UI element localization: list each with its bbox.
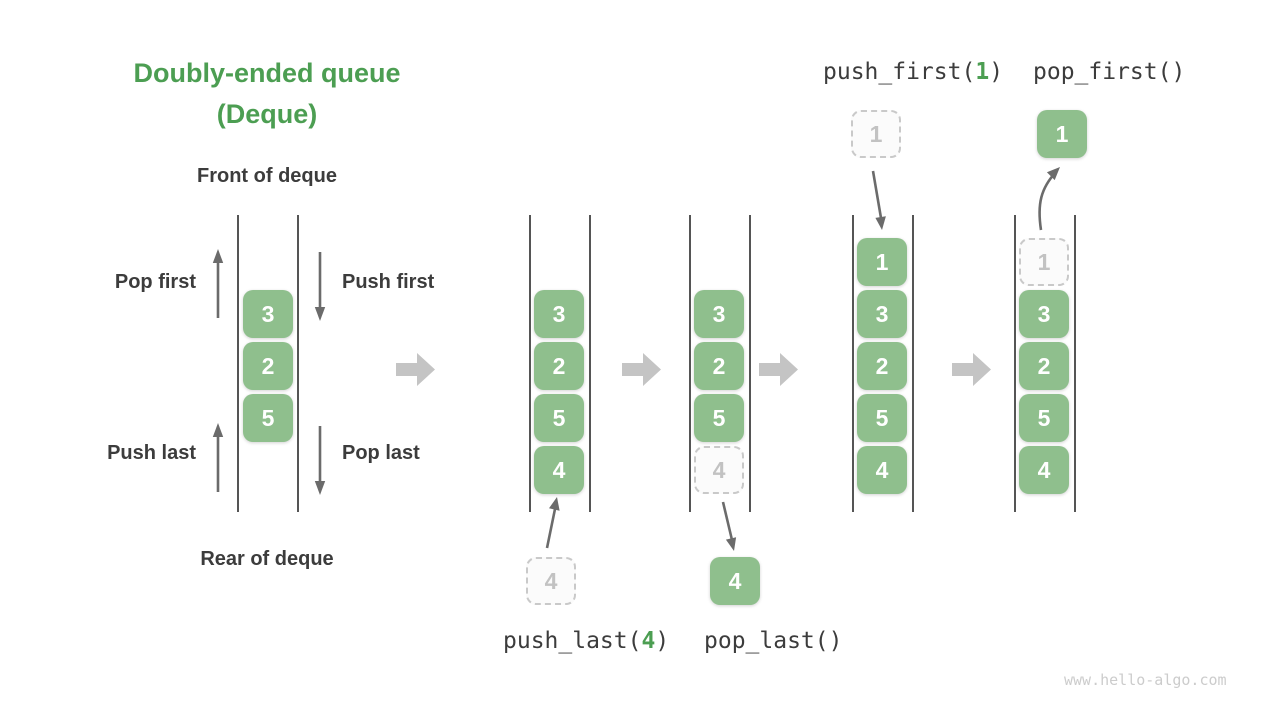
- deque-cell: 5: [857, 394, 907, 442]
- deque-cell: 5: [243, 394, 293, 442]
- deque-cell: 5: [694, 394, 744, 442]
- deque-wall-left: [529, 215, 531, 512]
- deque-wall-left: [852, 215, 854, 512]
- deque-wall-right: [1074, 215, 1076, 512]
- arrow-right-icon: [396, 353, 435, 386]
- rear-of-deque-label: Rear of deque: [200, 548, 334, 570]
- pop-first-op-label: pop_first(): [1033, 59, 1186, 85]
- outgoing-element: 4: [710, 557, 760, 605]
- arrow-right-icon: [952, 353, 991, 386]
- deque-cell: 3: [534, 290, 584, 338]
- op-text: ): [989, 59, 1004, 85]
- push-first-op-label: push_first(1): [823, 59, 1003, 85]
- op-arg: 1: [975, 59, 990, 85]
- deque-cell: 2: [243, 342, 293, 390]
- deque-cell: 1: [857, 238, 907, 286]
- incoming-element: 1: [851, 110, 901, 158]
- removed-slot: 4: [694, 446, 744, 494]
- deque-wall-right: [297, 215, 299, 512]
- deque-cell: 4: [857, 446, 907, 494]
- deque-cell: 3: [857, 290, 907, 338]
- deque-cell: 3: [1019, 290, 1069, 338]
- watermark: www.hello-algo.com: [1064, 671, 1227, 689]
- deque-wall-left: [237, 215, 239, 512]
- deque-wall-left: [1014, 215, 1016, 512]
- push-last-op-label: push_last(4): [503, 628, 669, 654]
- arrow-up-icon: [545, 497, 560, 549]
- deque-cell: 2: [1019, 342, 1069, 390]
- push-first-label: Push first: [342, 271, 435, 293]
- deque-cell: 4: [1019, 446, 1069, 494]
- pop-last-label: Pop last: [342, 442, 420, 464]
- deque-wall-left: [689, 215, 691, 512]
- front-of-deque-label: Front of deque: [197, 165, 337, 187]
- deque-cell: 5: [534, 394, 584, 442]
- arrow-curve-up-icon: [1038, 167, 1060, 231]
- outgoing-element: 1: [1037, 110, 1087, 158]
- page-title: Doubly-ended queue (Deque): [87, 53, 447, 135]
- deque-cell: 2: [694, 342, 744, 390]
- deque-cell: 3: [694, 290, 744, 338]
- arrow-down-icon: [871, 170, 886, 230]
- deque-wall-right: [589, 215, 591, 512]
- deque-wall-right: [912, 215, 914, 512]
- arrow-right-icon: [622, 353, 661, 386]
- op-text: push_first(: [823, 59, 976, 85]
- push-last-label: Push last: [107, 442, 196, 464]
- deque-cell: 3: [243, 290, 293, 338]
- arrow-down-icon: [314, 426, 326, 495]
- deque-cell: 4: [534, 446, 584, 494]
- title-line2: (Deque): [216, 99, 318, 129]
- op-text: ): [655, 628, 670, 654]
- op-text: push_last(: [503, 628, 642, 654]
- arrow-up-icon: [212, 423, 224, 492]
- arrow-right-icon: [759, 353, 798, 386]
- incoming-element: 4: [526, 557, 576, 605]
- deque-cell: 2: [534, 342, 584, 390]
- removed-slot: 1: [1019, 238, 1069, 286]
- arrow-down-icon: [314, 252, 326, 321]
- deque-cell: 5: [1019, 394, 1069, 442]
- arrow-down-icon: [721, 501, 737, 551]
- title-line1: Doubly-ended queue: [133, 58, 401, 88]
- op-arg: 4: [641, 628, 656, 654]
- deque-cell: 2: [857, 342, 907, 390]
- arrow-up-icon: [212, 249, 224, 318]
- deque-wall-right: [749, 215, 751, 512]
- pop-first-label: Pop first: [114, 271, 196, 293]
- pop-last-op-label: pop_last(): [704, 628, 843, 654]
